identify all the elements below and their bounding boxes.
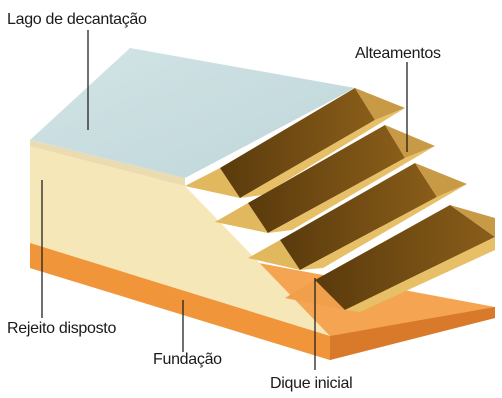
label-starter-dike: Dique inicial bbox=[270, 375, 352, 392]
pond-surface bbox=[30, 48, 355, 178]
label-foundation: Fundação bbox=[153, 351, 222, 368]
embankment-raise-1 bbox=[185, 88, 405, 198]
label-raisings: Alteamentos bbox=[355, 45, 441, 62]
label-pond: Lago de decantação bbox=[7, 11, 147, 28]
label-tailings: Rejeito disposto bbox=[7, 320, 116, 337]
tailings-top-band bbox=[30, 140, 185, 186]
tailings-front-face bbox=[30, 143, 330, 336]
embankment-raise-2 bbox=[215, 125, 435, 233]
embankment-raise-3 bbox=[248, 163, 467, 270]
